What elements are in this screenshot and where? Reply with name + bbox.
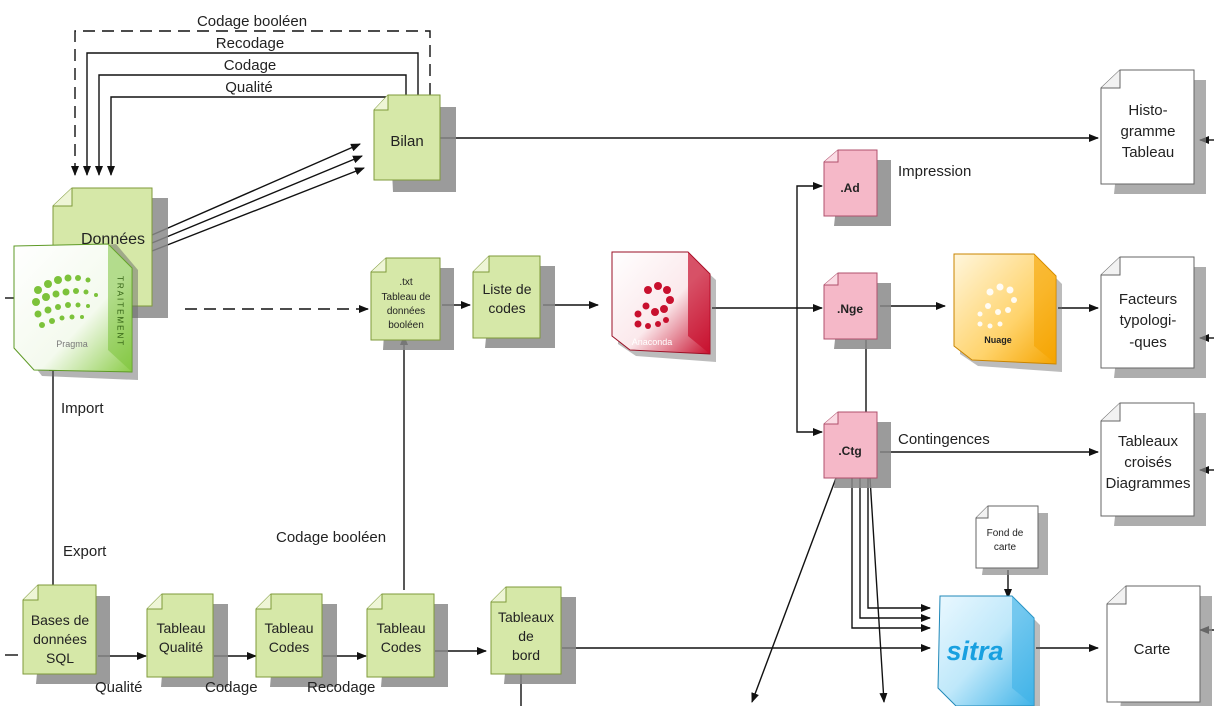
loop-label-recodage: Recodage	[216, 35, 284, 52]
codes1-line-1: Tableau	[264, 620, 313, 636]
codes2-line-2: Codes	[381, 639, 421, 655]
ctg-label: .Ctg	[838, 444, 861, 458]
codage-booleen-label: Codage booléen	[276, 529, 386, 546]
loop-recodage	[83, 52, 419, 176]
donnees-to-bilan-1	[151, 143, 361, 236]
sitra-box[interactable]: sitra	[937, 595, 1040, 706]
carte-label: Carte	[1134, 641, 1171, 658]
branch-to-ctg	[796, 308, 823, 436]
bord-line-1: Tableaux	[498, 609, 554, 625]
pragma-logo-icon	[32, 274, 98, 328]
histogramme-line-2: gramme	[1120, 123, 1175, 140]
ctg-to-sitra-2	[859, 478, 931, 622]
doc-facteurs[interactable]: Facteurs typologi- -ques	[1100, 256, 1206, 378]
doc-carte[interactable]: Carte	[1106, 585, 1212, 706]
histogramme-line-1: Histo-	[1128, 102, 1167, 119]
sitra-logo-label: sitra	[946, 636, 1003, 666]
tableaux-croises-line-2: croisés	[1124, 454, 1172, 471]
export-label: Export	[63, 543, 107, 560]
bases-line-3: SQL	[46, 650, 74, 666]
import-label: Import	[61, 400, 104, 417]
anaconda-box[interactable]: Anaconda	[611, 251, 716, 362]
pragma-vertical-label: TRAITEMENT	[116, 276, 125, 347]
tableaux-croises-line-1: Tableaux	[1118, 433, 1179, 450]
fond-line-2: carte	[994, 542, 1017, 553]
ctg-to-sitra-3	[867, 478, 931, 612]
doc-bilan[interactable]: Bilan	[373, 94, 456, 192]
bases-line-2: données	[33, 631, 87, 647]
pragma-box[interactable]: Pragma TRAITEMENT	[13, 243, 138, 380]
nge-label: .Nge	[837, 302, 863, 316]
ctg-down-left	[751, 477, 837, 703]
nuage-box[interactable]: Nuage	[953, 253, 1062, 372]
doc-tableau-codes-1[interactable]: Tableau Codes	[255, 593, 337, 687]
loop-codage	[95, 74, 407, 176]
impression-label: Impression	[898, 163, 971, 180]
doc-tableau-qualite[interactable]: Tableau Qualité	[146, 593, 228, 687]
loop-label-qualite: Qualité	[225, 79, 273, 96]
facteurs-line-3: -ques	[1129, 334, 1167, 351]
doc-bases-sql[interactable]: Bases de données SQL	[22, 584, 110, 684]
txt-line-3: booléen	[388, 320, 424, 331]
loop-label-codage-booleen: Codage booléen	[197, 13, 307, 30]
histogramme-line-3: Tableau	[1122, 144, 1175, 161]
codage-edge-label: Codage	[205, 679, 258, 696]
doc-fond-de-carte[interactable]: Fond de carte	[975, 505, 1048, 575]
doc-nge[interactable]: .Nge	[823, 272, 891, 349]
doc-ctg[interactable]: .Ctg	[823, 411, 891, 488]
qualite-line-2: Qualité	[159, 639, 204, 655]
liste-line-2: codes	[488, 300, 525, 316]
contingences-label: Contingences	[898, 431, 990, 448]
liste-line-1: Liste de	[482, 281, 531, 297]
bord-line-2: de	[518, 628, 534, 644]
loop-label-codage: Codage	[224, 57, 277, 74]
bilan-label: Bilan	[390, 133, 423, 150]
donnees-to-bilan-3	[151, 167, 365, 252]
nuage-logo-icon	[977, 283, 1017, 329]
facteurs-line-1: Facteurs	[1119, 291, 1177, 308]
ctg-to-sitra-1	[851, 478, 931, 632]
bord-line-3: bord	[512, 647, 540, 663]
doc-ad[interactable]: .Ad	[823, 149, 891, 226]
anaconda-label: Anaconda	[632, 337, 673, 347]
doc-tableaux-bord[interactable]: Tableaux de bord	[490, 586, 576, 684]
loop-labels: Codage booléen Recodage Codage Qualité	[197, 13, 307, 96]
codes1-line-2: Codes	[269, 639, 309, 655]
branch-vertical	[796, 182, 823, 308]
doc-tableaux-croises[interactable]: Tableaux croisés Diagrammes	[1100, 402, 1206, 526]
codes2-line-1: Tableau	[376, 620, 425, 636]
bases-line-1: Bases de	[31, 612, 90, 628]
doc-liste-codes[interactable]: Liste de codes	[472, 255, 555, 348]
nuage-label: Nuage	[984, 335, 1012, 345]
txt-line-1: Tableau de	[382, 292, 431, 303]
recodage-edge-label: Recodage	[307, 679, 375, 696]
loop-qualite	[107, 95, 395, 176]
txt-ext-label: .txt	[399, 277, 413, 288]
doc-tableau-codes-2[interactable]: Tableau Codes	[366, 593, 448, 687]
ad-label: .Ad	[840, 181, 859, 195]
doc-histogramme[interactable]: Histo- gramme Tableau	[1100, 69, 1206, 194]
fond-line-1: Fond de	[987, 528, 1024, 539]
qualite-line-1: Tableau	[156, 620, 205, 636]
facteurs-line-2: typologi-	[1120, 312, 1177, 329]
doc-txt[interactable]: .txt Tableau de données booléen	[370, 257, 454, 350]
edge-labels: Import Export Codage booléen Qualité Cod…	[61, 400, 386, 696]
qualite-edge-label: Qualité	[95, 679, 143, 696]
txt-line-2: données	[387, 306, 425, 317]
pragma-label: Pragma	[56, 339, 88, 349]
anaconda-logo-icon	[634, 282, 674, 329]
tableaux-croises-line-3: Diagrammes	[1105, 475, 1190, 492]
donnees-to-bilan-2	[151, 155, 363, 244]
ctg-down-right	[869, 477, 888, 703]
